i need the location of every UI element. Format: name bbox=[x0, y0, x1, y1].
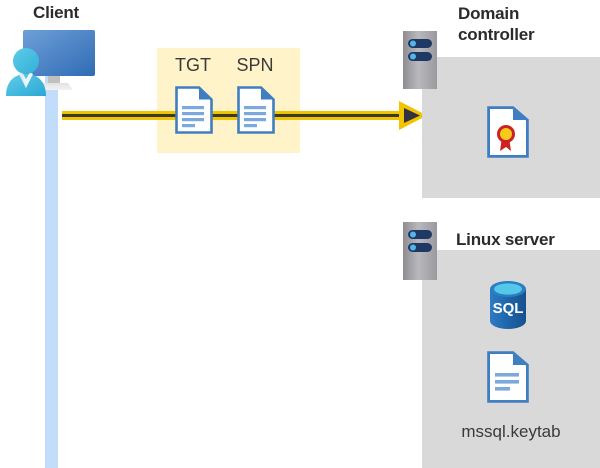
document-icon-tgt bbox=[175, 86, 213, 134]
arrow-head-icon bbox=[398, 100, 428, 131]
server-rack-icon-domain-controller bbox=[403, 31, 437, 94]
svg-text:SQL: SQL bbox=[493, 300, 524, 317]
client-lifeline bbox=[45, 60, 58, 468]
certificate-document-icon bbox=[487, 106, 529, 158]
keytab-file-icon bbox=[487, 351, 529, 403]
server-rack-icon-linux-server bbox=[403, 222, 437, 285]
spn-label: SPN bbox=[236, 55, 274, 75]
user-with-monitor-icon bbox=[4, 28, 100, 98]
tgt-label: TGT bbox=[175, 55, 211, 75]
client-label: Client bbox=[33, 3, 80, 22]
client-to-domain-controller-arrow bbox=[62, 111, 410, 120]
document-icon-spn bbox=[237, 86, 275, 134]
linux-server-title: Linux server bbox=[456, 230, 555, 249]
sql-database-icon: SQL bbox=[486, 279, 530, 331]
keytab-file-label: mssql.keytab bbox=[461, 422, 561, 441]
domain-controller-title: Domain controller bbox=[458, 4, 535, 44]
